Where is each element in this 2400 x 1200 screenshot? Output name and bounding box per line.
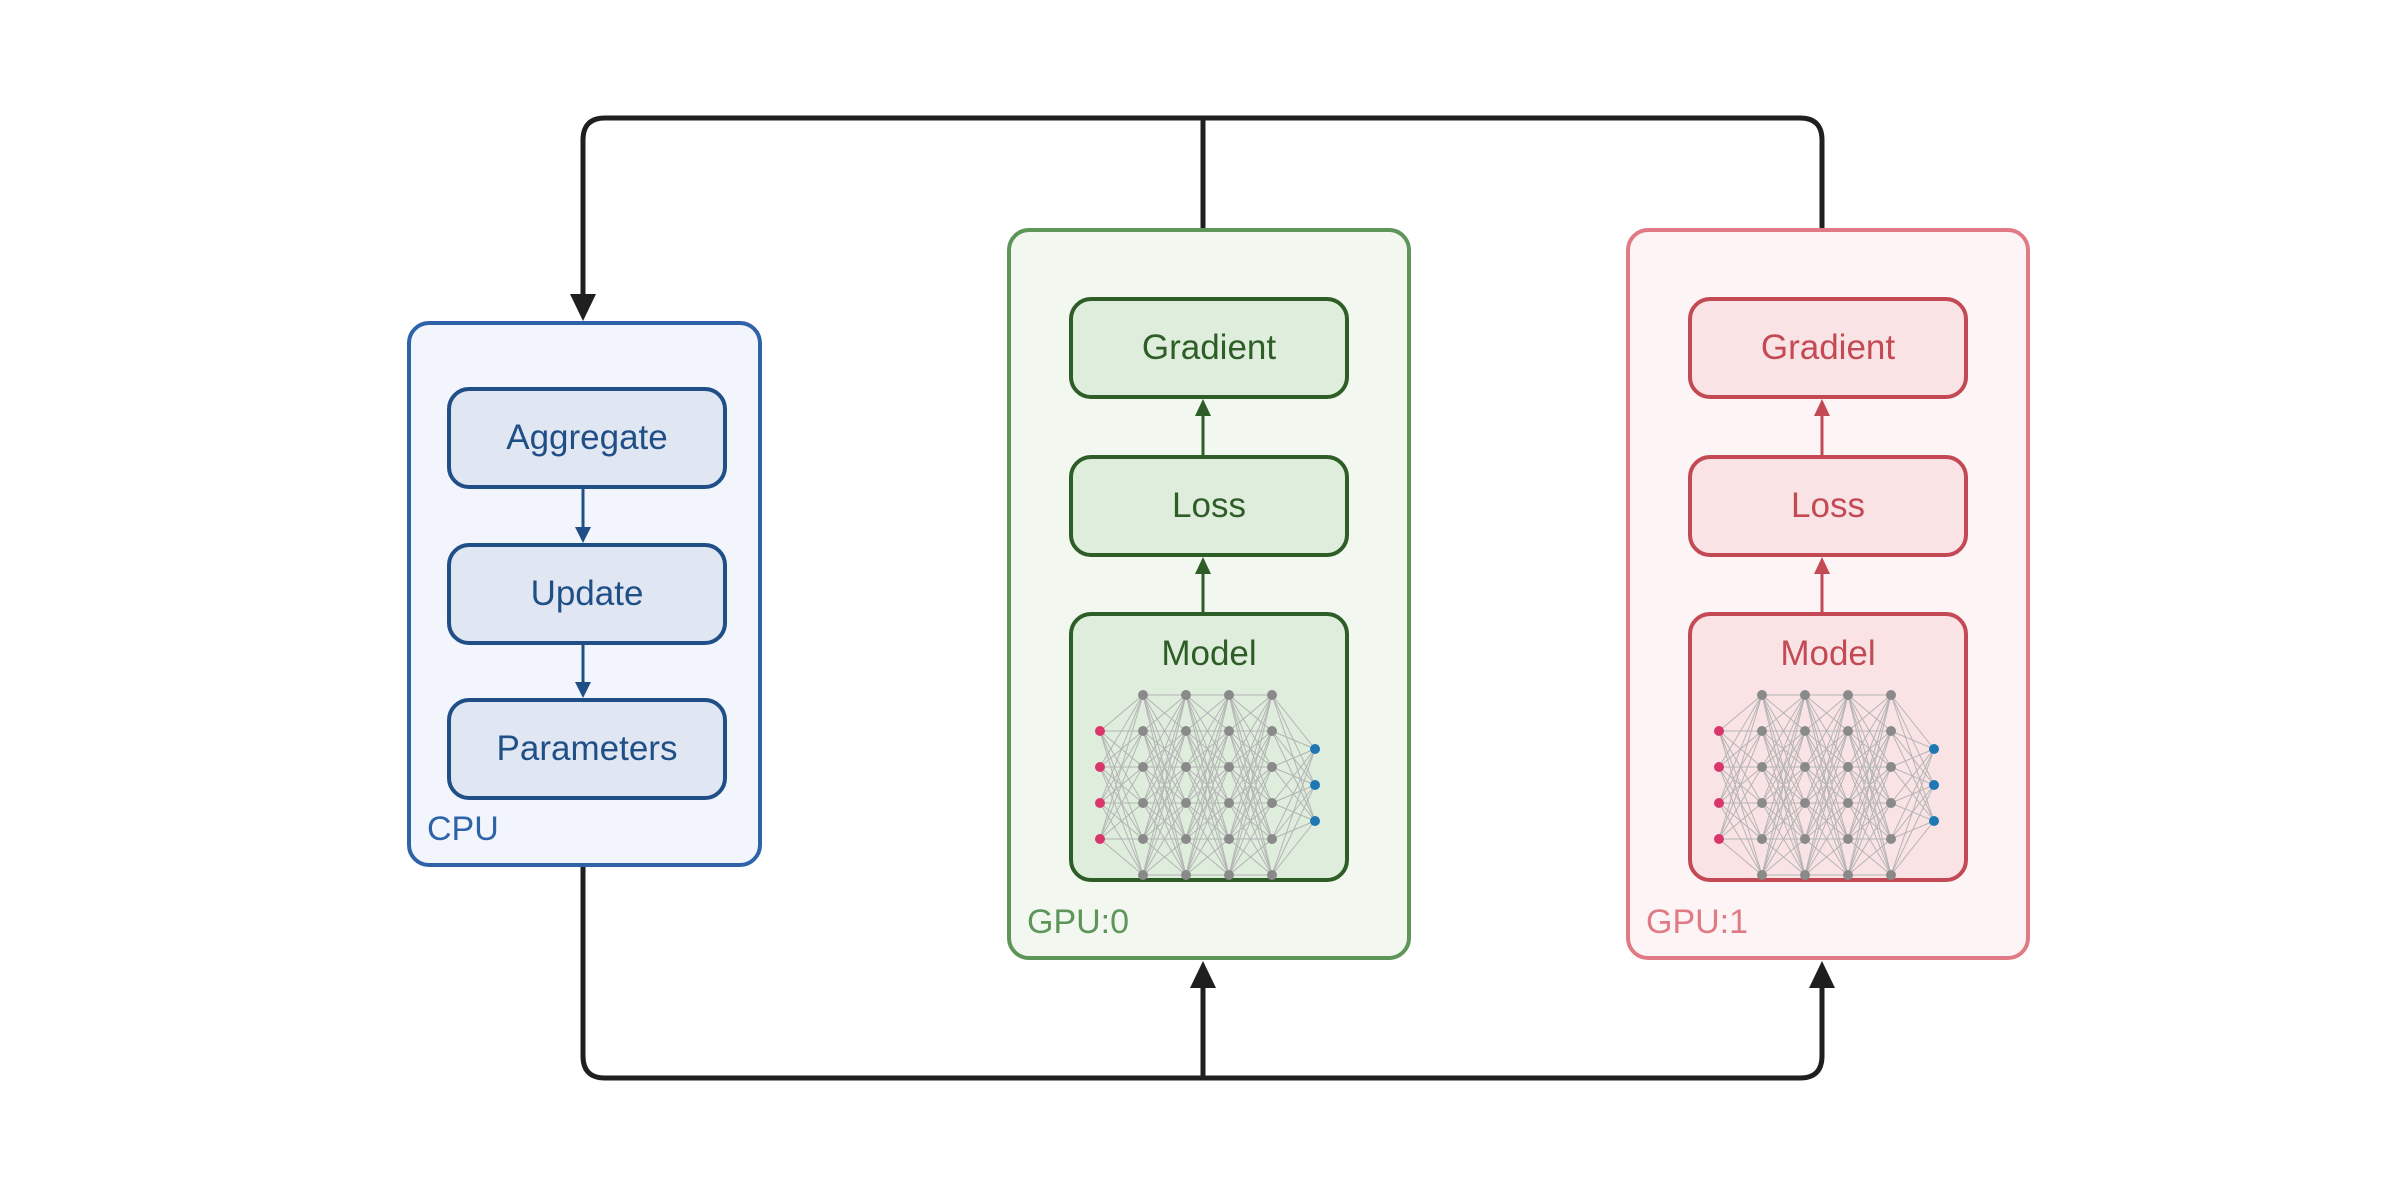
gpu0-loss-node: Loss xyxy=(1069,455,1349,557)
gpu0-model-label: Model xyxy=(1161,634,1257,673)
aggregate-node: Aggregate xyxy=(447,387,727,489)
gpu1-loss-node: Loss xyxy=(1688,455,1968,557)
bottom-connector xyxy=(580,867,1825,1081)
cpu-label: CPU xyxy=(427,810,499,848)
parameters-node: Parameters xyxy=(447,698,727,800)
gpu1-model-label: Model xyxy=(1780,634,1876,673)
gpu0-model-node: Model xyxy=(1069,612,1349,882)
arrowhead-to-cpu xyxy=(570,294,596,321)
gpu1-label: GPU:1 xyxy=(1646,903,1749,941)
gpu0-gradient-node: Gradient xyxy=(1069,297,1349,399)
gpu1-gradient-node: Gradient xyxy=(1688,297,1968,399)
arrowhead-to-gpu0 xyxy=(1190,961,1216,988)
arrowhead-to-gpu1 xyxy=(1809,961,1835,988)
update-node: Update xyxy=(447,543,727,645)
top-connector xyxy=(580,115,1825,295)
gpu1-model-node: Model xyxy=(1688,612,1968,882)
gpu0-label: GPU:0 xyxy=(1027,903,1130,941)
